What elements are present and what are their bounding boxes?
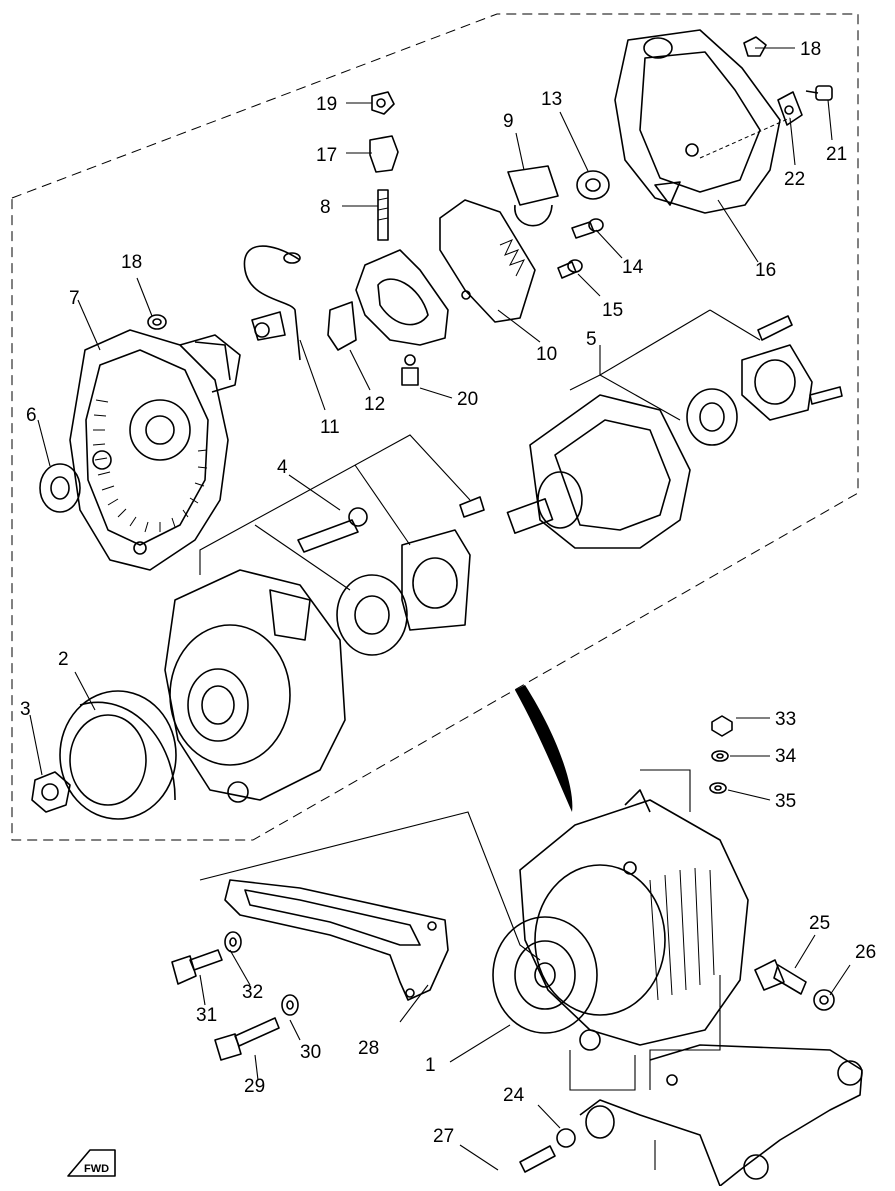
callout-20: 20 (457, 389, 478, 410)
callout-31: 31 (196, 1005, 217, 1026)
rotor-part (506, 315, 843, 549)
nut-part-left (147, 314, 167, 330)
callout-14: 14 (622, 257, 644, 278)
rear-cover-part (614, 29, 781, 214)
callout-labels: 19 17 8 9 13 18 21 22 16 14 15 10 5 18 7… (20, 39, 876, 1147)
screws-14-15 (557, 218, 604, 279)
callout-7: 7 (69, 288, 80, 309)
pulley-part (31, 690, 177, 820)
callout-9: 9 (503, 111, 514, 132)
ring-part (576, 170, 610, 200)
brush-holder-part (355, 249, 449, 386)
small-nuts-washers (709, 715, 733, 794)
callout-32: 32 (242, 982, 263, 1003)
callout-11: 11 (320, 417, 340, 438)
connector-part (507, 165, 559, 227)
callout-8: 8 (320, 197, 331, 218)
callout-34: 34 (775, 746, 797, 767)
callout-5: 5 (586, 329, 597, 350)
callout-27: 27 (433, 1126, 454, 1147)
callout-2: 2 (58, 649, 69, 670)
upper-bracket-part (224, 879, 449, 1001)
front-bearing-part (336, 574, 408, 656)
bracket-bolts (171, 931, 299, 1061)
insulator-part (327, 301, 357, 351)
gasket-plate-part (401, 529, 471, 631)
subassembly-boundary (11, 13, 859, 841)
callout-18-top: 18 (800, 39, 821, 60)
callout-18-left: 18 (121, 252, 142, 273)
leader-lines (29, 47, 851, 1171)
callout-16: 16 (755, 260, 776, 281)
callout-12: 12 (364, 394, 385, 415)
seal-part (39, 463, 81, 513)
callout-10: 10 (536, 344, 557, 365)
callout-13: 13 (541, 89, 562, 110)
callout-21: 21 (826, 144, 847, 165)
callout-30: 30 (300, 1042, 321, 1063)
callout-25: 25 (809, 913, 830, 934)
terminal-stack-part (369, 91, 399, 241)
callout-19: 19 (316, 94, 337, 115)
fwd-badge-text: FWD (84, 1163, 109, 1175)
callout-17: 17 (316, 145, 337, 166)
callout-26: 26 (855, 942, 876, 963)
lower-bolt-27 (519, 1128, 576, 1173)
assembled-alternator-part (492, 789, 749, 1051)
regulator-part (439, 199, 536, 323)
stator-housing-part (164, 569, 346, 803)
callout-22: 22 (784, 169, 805, 190)
callout-1: 1 (425, 1055, 436, 1076)
callout-28: 28 (358, 1038, 379, 1059)
front-frame-part (69, 329, 241, 571)
fwd-badge: FWD (67, 1149, 116, 1177)
callout-33: 33 (775, 709, 796, 730)
lower-bracket-part (579, 1044, 863, 1187)
lower-bolt-25 (754, 959, 835, 1011)
through-bolt-part (297, 496, 485, 553)
callout-15: 15 (602, 300, 623, 321)
callout-3: 3 (20, 699, 31, 720)
callout-35: 35 (775, 791, 796, 812)
callout-29: 29 (244, 1076, 265, 1097)
assembly-pointer (515, 685, 573, 812)
callout-24: 24 (503, 1085, 525, 1106)
callout-6: 6 (26, 405, 37, 426)
lead-wire-part (243, 245, 301, 361)
top-right-fasteners (699, 36, 833, 159)
callout-4: 4 (277, 457, 288, 478)
